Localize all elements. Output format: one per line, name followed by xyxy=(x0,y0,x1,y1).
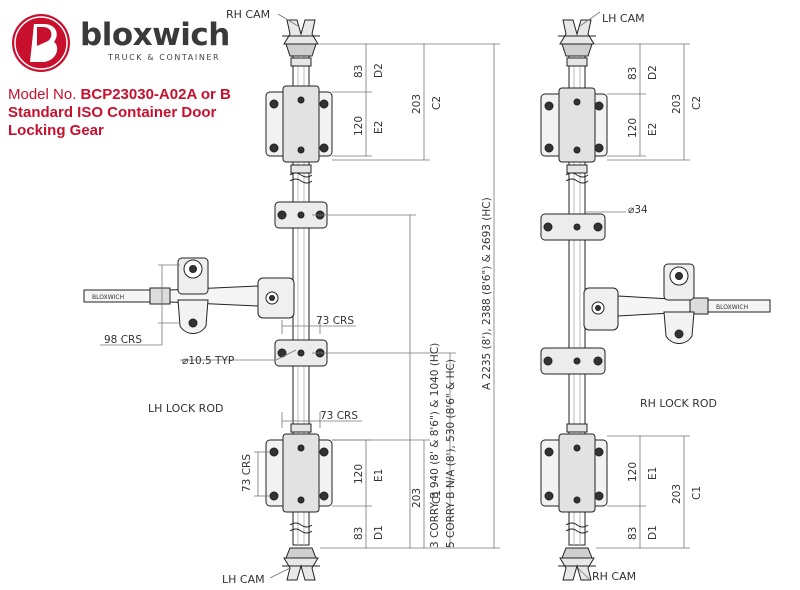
model-title: Model No. BCP23030-A02A or B Standard IS… xyxy=(8,86,308,140)
dim-right-c2: 203 xyxy=(671,94,683,114)
dim-left-c1-code: C1 xyxy=(431,490,443,504)
left-handle-brand-text: BLOXWICH xyxy=(92,294,124,301)
dim-hole-diameter: ⌀10.5 TYP xyxy=(182,355,234,367)
dim-left-d2: 83 xyxy=(353,65,365,78)
right-top-cam-label: LH CAM xyxy=(602,12,645,25)
dim-left-c1: 203 xyxy=(411,488,423,508)
right-dimension-lines xyxy=(577,11,690,581)
left-bottom-cam-label: LH CAM xyxy=(222,573,265,586)
left-lower-bracket xyxy=(265,423,333,513)
dim-left-e1: 120 xyxy=(353,464,365,484)
dim-overall-a: A 2235 (8'), 2388 (8'6") & 2693 (HC) xyxy=(481,197,493,390)
dim-corry-b3: 3 CORRY B 940 (8' & 8'6") & 1040 (HC) xyxy=(429,343,441,548)
brand-name: bloxwich xyxy=(80,17,230,53)
dim-corry-b5: 5 CORRY B N/A (8'), 530 (8'6" & HC) xyxy=(445,359,457,548)
right-upper-bracket xyxy=(540,87,608,163)
model-prefix: Model No. xyxy=(8,86,77,103)
brand-logo: bloxwich TRUCK & CONTAINER xyxy=(10,12,240,72)
dim-left-d1-code: D1 xyxy=(373,525,385,540)
dim-right-c2-code: C2 xyxy=(691,96,703,110)
right-lower-guide xyxy=(540,347,606,375)
left-handle xyxy=(83,257,259,334)
dim-98-crs: 98 CRS xyxy=(104,334,142,346)
diameter-icon: ⌀ xyxy=(182,355,188,367)
dim-left-c2-code: C2 xyxy=(431,96,443,110)
right-handle xyxy=(617,263,771,344)
right-handle-hub xyxy=(583,287,619,331)
dim-left-e2: 120 xyxy=(353,116,365,136)
dim-left-d2-code: D2 xyxy=(373,63,385,78)
right-bottom-cam-label: RH CAM xyxy=(592,570,636,583)
left-lock-rod-assembly: BLOXWICH xyxy=(83,19,333,581)
model-subtitle: Locking Gear xyxy=(8,122,104,139)
left-dimension-lines xyxy=(100,13,500,579)
dim-right-c1: 203 xyxy=(671,484,683,504)
right-middle-guide xyxy=(540,213,606,241)
dim-left-c2: 203 xyxy=(411,94,423,114)
dim-right-d2: 83 xyxy=(627,67,639,80)
left-upper-bracket xyxy=(265,85,333,163)
left-top-cam xyxy=(282,19,320,57)
bloxwich-logo-icon xyxy=(12,14,70,72)
left-top-cam-label: RH CAM xyxy=(226,8,270,21)
dim-right-d2-code: D2 xyxy=(647,65,659,80)
dim-right-d1: 83 xyxy=(627,527,639,540)
dim-right-e1: 120 xyxy=(627,462,639,482)
right-bottom-cam xyxy=(558,547,596,581)
dim-right-d1-code: D1 xyxy=(647,525,659,540)
dim-73-crs-low: 73 CRS xyxy=(320,410,358,422)
right-handle-brand-text: BLOXWICH xyxy=(716,304,748,311)
right-lock-rod-label: RH LOCK ROD xyxy=(640,397,717,410)
left-lock-rod-label: LH LOCK ROD xyxy=(148,402,223,415)
dim-73-crs-side: 73 CRS xyxy=(241,454,253,492)
dim-right-diameter: ⌀34 xyxy=(628,204,648,216)
dim-right-e1-code: E1 xyxy=(647,467,659,480)
dim-right-e2: 120 xyxy=(627,118,639,138)
dim-73-crs-mid: 73 CRS xyxy=(316,315,354,327)
model-code: BCP23030-A02A or B xyxy=(80,86,231,103)
dim-left-d1: 83 xyxy=(353,527,365,540)
right-lower-bracket xyxy=(540,423,608,513)
dim-right-e2-code: E2 xyxy=(647,123,659,136)
left-handle-hub xyxy=(257,277,295,319)
model-description: Standard ISO Container Door xyxy=(8,104,217,121)
right-lock-rod-assembly: BLOXWICH xyxy=(540,19,771,581)
right-top-cam xyxy=(558,19,596,57)
brand-tagline: TRUCK & CONTAINER xyxy=(108,53,221,62)
dim-right-c1-code: C1 xyxy=(691,486,703,500)
dim-left-e2-code: E2 xyxy=(373,121,385,134)
diameter-icon: ⌀ xyxy=(628,204,634,216)
left-bottom-cam xyxy=(282,547,320,581)
dim-left-e1-code: E1 xyxy=(373,469,385,482)
